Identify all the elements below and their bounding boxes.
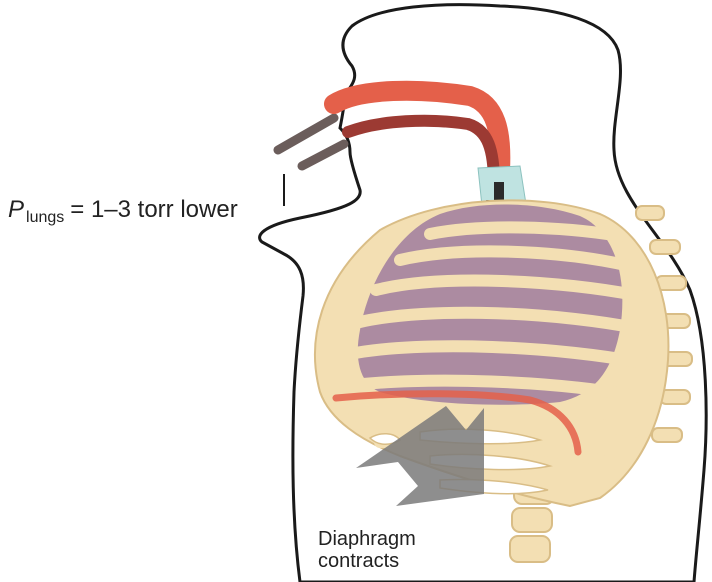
pressure-subscript: lungs [26, 209, 64, 226]
diaphragm-label-line1: Diaphragm [318, 528, 416, 550]
tubes [278, 118, 344, 166]
pressure-symbol: P [8, 196, 24, 223]
diaphragm-label-line2: contracts [318, 550, 416, 572]
pressure-value: = 1–3 torr lower [70, 196, 237, 223]
diaphragm-label: Diaphragm contracts [318, 528, 416, 572]
